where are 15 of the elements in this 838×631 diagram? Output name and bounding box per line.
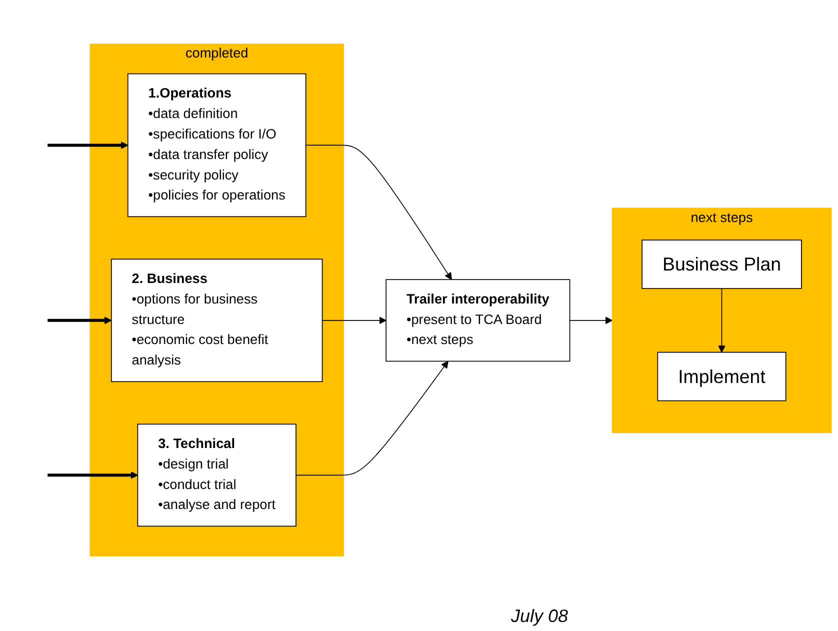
arrow <box>322 316 386 324</box>
arrow <box>718 288 726 353</box>
node-box: Business Plan <box>642 240 802 289</box>
node-box: 1.Operations •data definition •specifications for I/O •data transfer policy •security policy •policies for operations <box>127 73 306 218</box>
node-box: Implement <box>657 352 786 402</box>
arrow <box>305 144 452 280</box>
node-box: Trailer interoperability •present to TCA Board •next steps <box>386 279 570 362</box>
arrow <box>296 360 448 476</box>
node-box: 2. Business •options for business structure •economic cost benefit analysis <box>110 258 323 382</box>
arrow <box>569 316 613 324</box>
arrow <box>48 316 112 324</box>
date-note: July 08 <box>510 606 568 627</box>
arrow <box>48 142 128 149</box>
node-box: 3. Technical •design trial •conduct trial •analyse and report <box>137 424 296 527</box>
arrow <box>48 471 138 479</box>
